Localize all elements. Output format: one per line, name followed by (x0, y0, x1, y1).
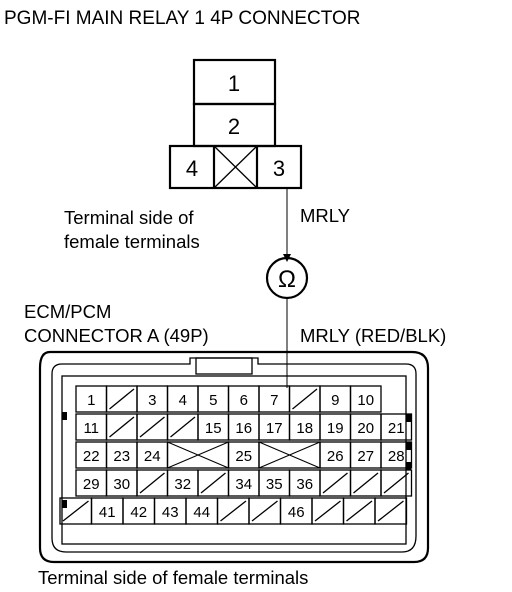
ecm-blocked-cross (167, 441, 229, 469)
ecm-unused-cavity-slash (170, 416, 196, 438)
ecm-pin-label: 20 (357, 420, 374, 437)
ecm-pin-label: 26 (327, 448, 344, 465)
ecm-pin-label: 17 (266, 420, 283, 437)
ecm-unused-cavity-slash (377, 500, 404, 522)
relay-caption-line-2: female terminals (64, 231, 200, 252)
ecm-pin-label: 3 (148, 392, 156, 409)
ecm-caption: Terminal side of female terminals (38, 567, 308, 588)
ecm-cavity (380, 469, 413, 497)
ecm-unused-cavity-slash (353, 472, 379, 494)
ohmmeter-symbol: Ω (278, 266, 296, 293)
ecm-pin-label: 32 (174, 476, 191, 493)
ohmmeter-icon (265, 256, 309, 300)
ecm-pin-label: 36 (296, 476, 313, 493)
ecm-key-right-2 (406, 442, 411, 450)
ecm-unused-cavity-slash (139, 472, 165, 494)
ecm-unused-cavity-slash (346, 500, 373, 522)
ecm-cavity (349, 385, 382, 413)
ecm-pin-label: 28 (388, 448, 405, 465)
ecm-housing (38, 350, 430, 564)
ecm-label-line-1: ECM/PCM (24, 301, 111, 322)
ecm-blocked-cavity (258, 441, 321, 469)
ecm-pin-label: 16 (235, 420, 252, 437)
ecm-label-line-2: CONNECTOR A (49P) (24, 325, 209, 346)
ecm-pin-label: 46 (288, 504, 305, 521)
ecm-pin-label: 4 (179, 392, 187, 409)
ecm-pin-label: 42 (130, 504, 147, 521)
ecm-pin-label: 11 (83, 420, 99, 437)
ecm-pin-label: 34 (235, 476, 252, 493)
relay-pin-2: 2 (228, 114, 240, 139)
ecm-blocked-cavity (166, 441, 230, 469)
ecm-blocked-cross (258, 441, 321, 469)
ecm-cavity (380, 441, 413, 469)
ecm-pin-label: 22 (83, 448, 100, 465)
ecm-unused-cavity-slash (292, 388, 318, 410)
relay-pin-1: 1 (228, 71, 240, 96)
ecm-unused-cavity-slash (314, 500, 341, 522)
ecm-pin-label: 7 (270, 392, 278, 409)
ecm-unused-cavity-slash (109, 416, 135, 438)
relay-lower-row (168, 144, 303, 190)
probe-label-mrly: MRLY (300, 205, 350, 226)
ecm-unused-cavity-slash (200, 472, 226, 494)
ecm-pin-label: 30 (113, 476, 130, 493)
ecm-pin-label: 1 (87, 392, 95, 409)
relay-pin-4: 4 (186, 156, 198, 181)
ecm-pin-label: 35 (266, 476, 283, 493)
ecm-pin-label: 41 (99, 504, 116, 521)
ecm-key-left-lower (62, 500, 67, 508)
ecm-pin-label: 21 (388, 420, 405, 437)
ecm-unused-cavity-slash (109, 388, 135, 410)
ecm-unused-cavity-slash (220, 500, 247, 522)
ecm-key-left-upper (62, 412, 67, 420)
ecm-key-right-3 (406, 462, 411, 470)
ecm-pin-label: 24 (144, 448, 161, 465)
ecm-pin-label: 15 (205, 420, 222, 437)
ecm-inner-panel (61, 375, 407, 545)
ecm-pin-label: 9 (331, 392, 339, 409)
ecm-unused-cavity-slash (322, 472, 348, 494)
relay-caption-line-1: Terminal side of (64, 207, 194, 228)
ecm-unused-cavity-slash (383, 472, 409, 494)
ecm-unused-cavity-slash (62, 500, 89, 522)
ecm-latch (195, 357, 253, 375)
ecm-key-right-1 (406, 414, 411, 422)
ecm-pin-label: 27 (357, 448, 374, 465)
ecm-pin-label: 5 (209, 392, 217, 409)
ecm-housing-inner (51, 357, 417, 553)
ecm-unused-cavity-slash (251, 500, 278, 522)
diagram-title: PGM-FI MAIN RELAY 1 4P CONNECTOR (4, 8, 361, 29)
ecm-cavity (374, 497, 408, 525)
ecm-unused-cavity-slash (139, 416, 165, 438)
main-relay-4p-connector: 1 2 4 3 (168, 58, 303, 190)
ecm-pin-label: 25 (235, 448, 252, 465)
ecm-pin-label: 18 (296, 420, 313, 437)
ecm-pin-label: 23 (113, 448, 130, 465)
ecm-pin-label: 10 (357, 392, 374, 409)
relay-pin-3: 3 (273, 156, 285, 181)
ecm-pin-label: 19 (327, 420, 344, 437)
ecm-cavity (380, 413, 413, 441)
ecm-pin-label: 43 (162, 504, 179, 521)
ecm-pin-label: 29 (83, 476, 100, 493)
ecm-pin-label: 44 (193, 504, 210, 521)
probe-label-mrly-red-blk: MRLY (RED/BLK) (300, 325, 446, 346)
ecm-pin-label: 6 (240, 392, 248, 409)
